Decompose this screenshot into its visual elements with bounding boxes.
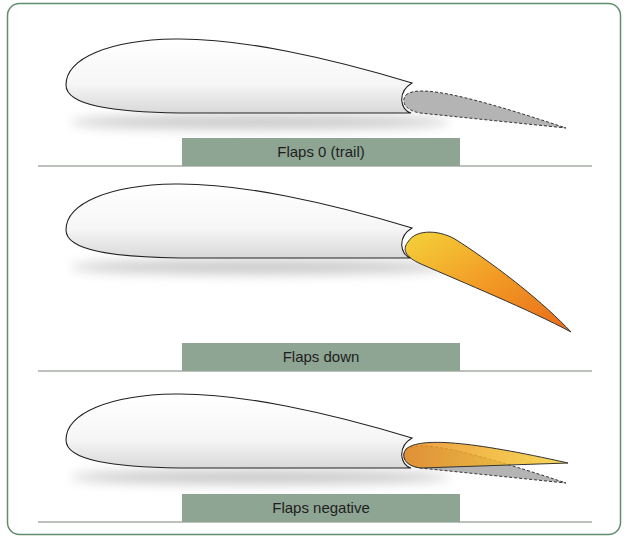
label-band: Flaps 0 (trail) <box>182 138 460 166</box>
band-label: Flaps 0 (trail) <box>277 143 365 161</box>
label-band: Flaps down <box>182 343 460 371</box>
label-band: Flaps negative <box>182 494 460 522</box>
band-label: Flaps negative <box>272 499 370 517</box>
band-label: Flaps down <box>283 348 360 366</box>
